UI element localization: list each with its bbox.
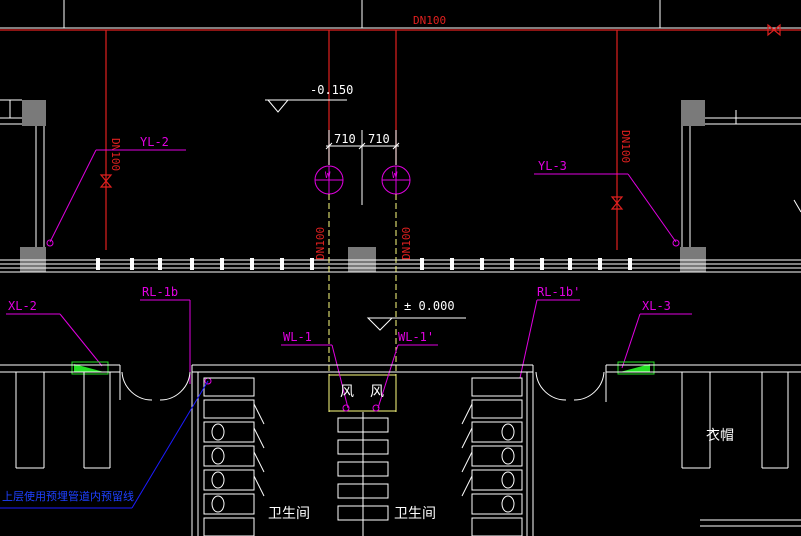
dimension-label-left: 710 (334, 132, 356, 146)
label-wl1-prime: WL-1' (398, 330, 434, 344)
pipe-size-left: DN100 (109, 138, 122, 171)
toilet-stalls-right (461, 377, 523, 536)
room-label-toilet-right: 卫生间 (394, 506, 436, 522)
left-column (22, 100, 46, 126)
pipe-size-mid-right: DN100 (400, 227, 413, 260)
toilet-bowls-right (501, 423, 515, 513)
lower-walls (0, 364, 801, 536)
hydrant-left (71, 361, 109, 375)
blue-note: 上层使用预埋管道内预留线 (2, 489, 134, 503)
pipe-size-top: DN100 (413, 14, 446, 27)
elevation-marker-top (265, 99, 347, 113)
vent-shaft-frame (328, 374, 397, 412)
shaft-label-left: 风 (340, 384, 354, 400)
dimension-line (325, 130, 400, 205)
elevation-label-mid: ± 0.000 (404, 299, 455, 313)
blue-leader (0, 380, 209, 509)
valve-icon (99, 23, 781, 210)
label-xl3: XL-3 (642, 299, 671, 313)
right-column (681, 100, 705, 126)
label-yl2: YL-2 (140, 135, 169, 149)
label-xl2: XL-2 (8, 299, 37, 313)
elevation-marker-mid (366, 317, 466, 331)
shaft-label-right: 风 (370, 384, 384, 400)
main-pipe-dn100 (0, 29, 801, 250)
label-rl1b-prime: RL-1b' (537, 285, 580, 299)
room-label-cloakroom: 衣帽 (706, 428, 734, 444)
w-symbol-right-label: W (392, 171, 398, 181)
pipe-size-mid-left: DN100 (314, 227, 327, 260)
center-stalls (337, 412, 389, 536)
toilet-stalls-left (203, 377, 265, 536)
elevation-label-top: -0.150 (310, 83, 353, 97)
room-label-toilet-left: 卫生间 (268, 506, 310, 522)
w-symbol-left-label: W (325, 171, 331, 181)
top-structure (0, 0, 801, 29)
railing-posts (96, 258, 632, 270)
hydrant-right (617, 361, 655, 375)
label-wl1: WL-1 (283, 330, 312, 344)
label-rl1b: RL-1b (142, 285, 178, 299)
label-yl3: YL-3 (538, 159, 567, 173)
right-building-walls (681, 110, 801, 248)
toilet-bowls-left (211, 423, 225, 513)
pipe-size-right: DN100 (619, 130, 632, 163)
dimension-label-right: 710 (368, 132, 390, 146)
door-swings (121, 371, 605, 401)
